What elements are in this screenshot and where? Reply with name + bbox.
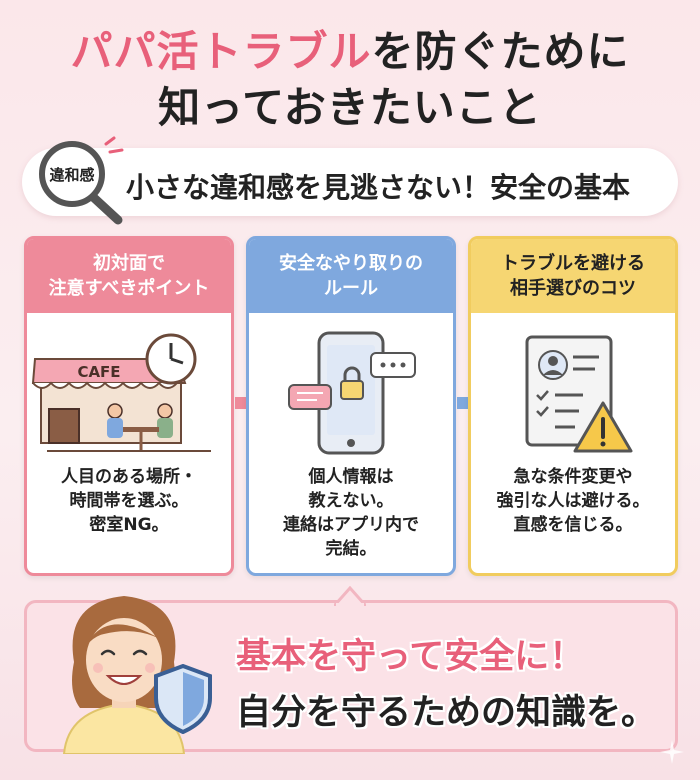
- card-header: 初対面で 注意すべきポイント: [27, 239, 231, 313]
- card-header-line1: 安全なやり取りの: [279, 253, 423, 274]
- card-body-line2: 強引な人は避ける。: [496, 491, 650, 511]
- card-header-line1: トラブルを避ける: [501, 253, 645, 274]
- card-header: 安全なやり取りの ルール: [249, 239, 453, 313]
- card-body-line1: 人目のある場所・: [61, 467, 197, 487]
- card-body-line3: 密室NG。: [89, 515, 169, 535]
- card-body-line3: 連絡はアプリ内で: [283, 515, 419, 535]
- card-body-line1: 急な条件変更や: [513, 467, 633, 487]
- card-safe-communication: 安全なやり取りの ルール 個人情報は 教えない。 連絡はアプリ内で 完結。: [246, 236, 456, 576]
- shield-icon: [154, 664, 212, 734]
- locked-phone-icon: [288, 331, 416, 455]
- bottom-subline: 自分を守るための知識を。: [236, 693, 657, 733]
- woman-illustration-icon: [62, 596, 186, 754]
- title-line2: 知っておきたいこと: [158, 83, 542, 132]
- page-title: パパ活トラブルを防ぐために 知っておきたいこと: [0, 24, 700, 136]
- subtitle-text: 小さな違和感を見逃さない！安全の基本: [126, 171, 631, 204]
- card-header-line2: ルール: [324, 278, 378, 299]
- card-body: 個人情報は 教えない。 連絡はアプリ内で 完結。: [249, 465, 453, 561]
- card-first-meeting: 初対面で 注意すべきポイント CAFE 人目のある場所・ 時間帯を選ぶ。 密室N…: [24, 236, 234, 576]
- card-body-line3: 直感を信じる。: [513, 515, 633, 535]
- cafe-scene-icon: CAFE: [31, 333, 211, 452]
- card-body-line4: 完結。: [325, 539, 377, 559]
- sparkle-icon: [660, 740, 684, 764]
- title-highlight: パパ活トラブル: [70, 27, 372, 76]
- card-header-line2: 相手選びのコツ: [510, 278, 636, 299]
- card-body: 人目のある場所・ 時間帯を選ぶ。 密室NG。: [27, 465, 231, 537]
- speech-pointer: [334, 586, 366, 606]
- bottom-headline: 基本を守って安全に！: [236, 637, 585, 677]
- cafe-sign-text: CAFE: [77, 363, 120, 381]
- card-header-line1: 初対面で: [93, 253, 165, 274]
- card-body-line2: 時間帯を選ぶ。: [69, 491, 189, 511]
- subtitle-bar: [22, 148, 678, 216]
- card-header-line2: 注意すべきポイント: [48, 278, 210, 299]
- magnifier-badge-text: 違和感: [49, 166, 94, 184]
- title-line1-rest: を防ぐために: [371, 27, 630, 76]
- magnifier-icon: 違和感: [39, 136, 124, 225]
- card-body: 急な条件変更や 強引な人は避ける。 直感を信じる。: [471, 465, 675, 537]
- profile-warning-icon: [525, 335, 633, 453]
- card-body-line1: 個人情報は: [308, 467, 394, 487]
- card-partner-selection: トラブルを避ける 相手選びのコツ 急な条件変更や 強引な人は避ける。 直感を信じ…: [468, 236, 678, 576]
- card-body-line2: 教えない。: [308, 491, 394, 511]
- card-header: トラブルを避ける 相手選びのコツ: [471, 239, 675, 313]
